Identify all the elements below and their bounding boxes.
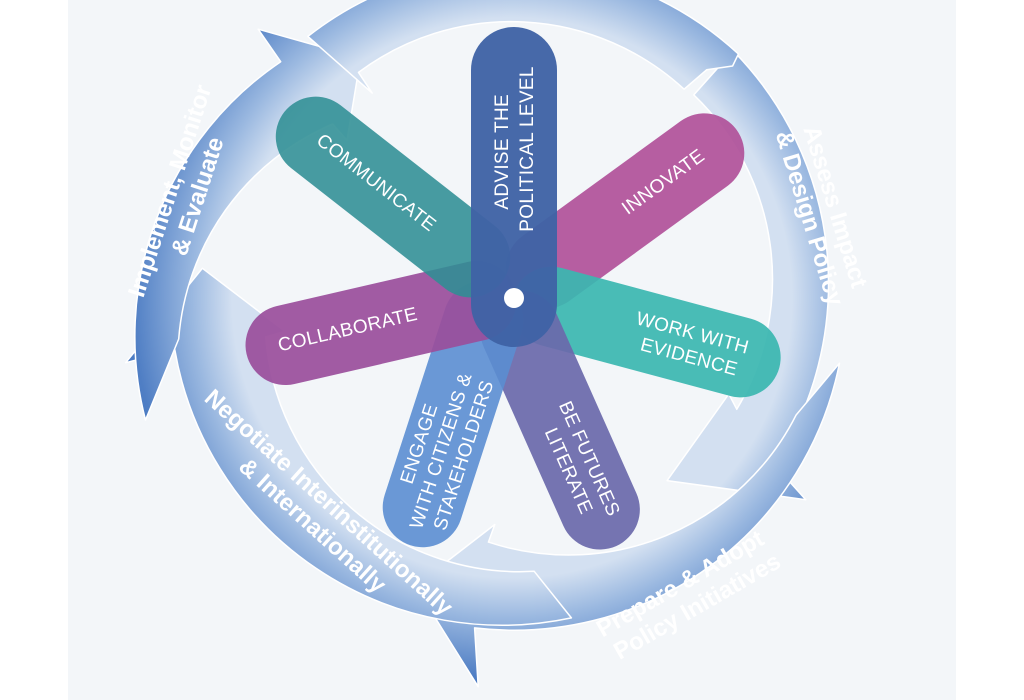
petal-engage: ENGAGE WITH CITIZENS & STAKEHOLDERS [382,280,524,548]
petal-advise-label-line-1: ADVISE THE [492,94,513,210]
petal-work-with-evidence: WORK WITH EVIDENCE [511,266,781,398]
petal-innovate: INNOVATE [505,113,745,309]
competency-petals: INNOVATE WORK WITH EVIDENCE BE FUTURES L… [245,27,781,550]
center-hub-dot [504,288,524,308]
petal-collaborate: COLLABORATE [245,260,517,386]
petal-advise-political-level: ADVISE THE POLITICAL LEVEL [471,27,557,347]
petal-advise-label-line-2: POLITICAL LEVEL [517,66,538,231]
svg-text:ADVISE THE POLITICAL: ADVISE THE POLITICAL LEVEL [492,66,538,231]
ring-segment-top [307,0,740,94]
